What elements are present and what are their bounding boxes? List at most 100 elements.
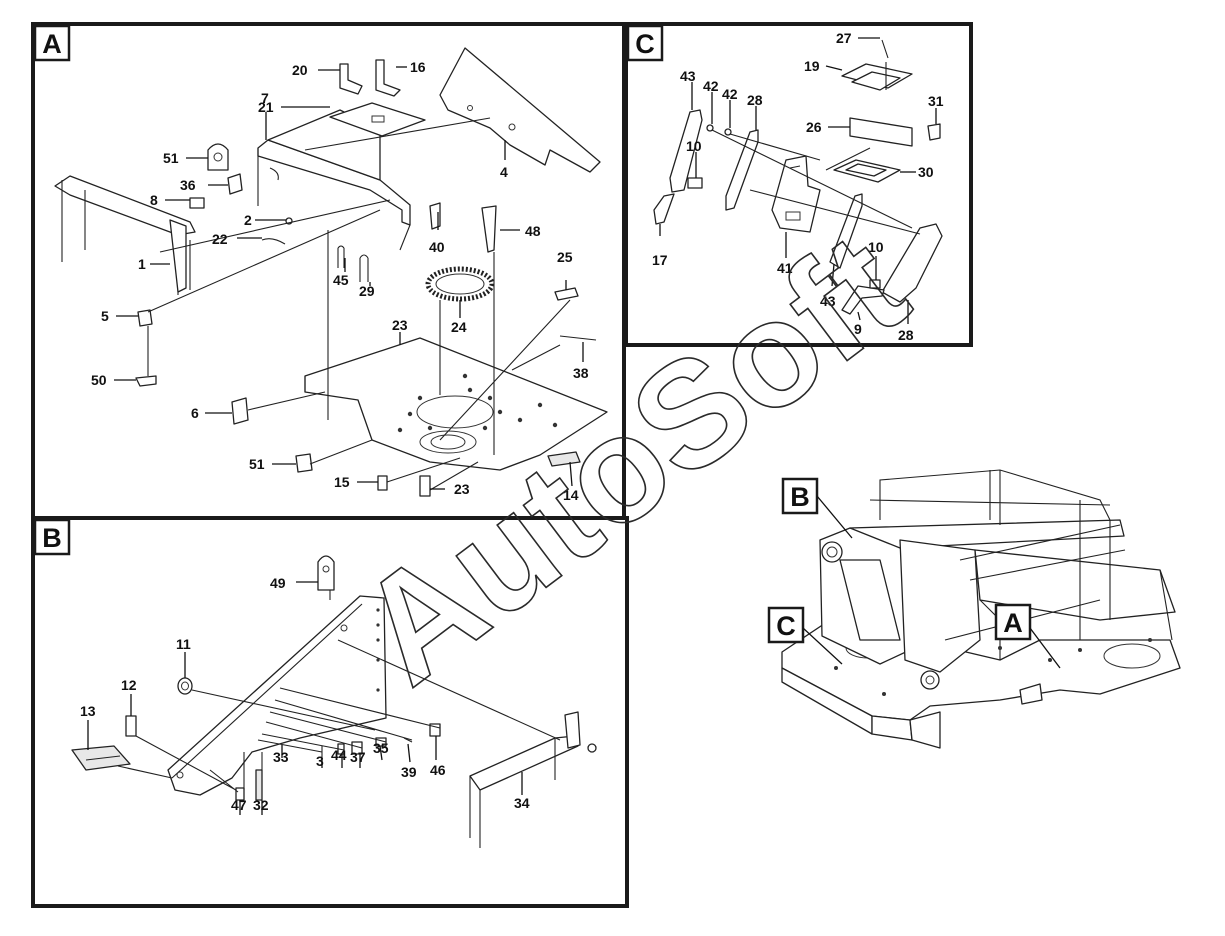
rail-1 xyxy=(54,175,196,236)
callout-45: 45 xyxy=(333,272,349,288)
callout-29: 29 xyxy=(359,283,375,299)
callout-25: 25 xyxy=(557,249,573,265)
callout-47: 44 xyxy=(331,747,347,763)
callout-46: 46 xyxy=(430,762,446,778)
callout-40: 40 xyxy=(429,239,445,255)
callout-14: 14 xyxy=(563,487,579,503)
callout-50: 50 xyxy=(91,372,107,388)
callout-42a: 42 xyxy=(703,78,719,94)
callout-15: 15 xyxy=(334,474,350,490)
plate-43b xyxy=(829,193,863,269)
spacer-24 xyxy=(419,475,431,497)
rod-27 xyxy=(881,39,889,59)
callout-1: 1 xyxy=(138,256,146,272)
overview-tag-c-box xyxy=(767,606,805,644)
panel-a: A xyxy=(31,22,626,520)
panel-c: C xyxy=(624,22,973,347)
callout-16: 16 xyxy=(410,59,426,75)
callout-28a: 28 xyxy=(747,92,763,108)
bracket-16 xyxy=(375,59,401,97)
callout-39: 47 xyxy=(231,797,247,813)
callout-6: 6 xyxy=(191,405,199,421)
washer-42b xyxy=(724,128,732,136)
washer-42a xyxy=(706,124,714,132)
callout-13: 13 xyxy=(80,703,96,719)
callout-38: 38 xyxy=(573,365,589,381)
panel-b-tag: B xyxy=(42,523,62,553)
callout-2: 2 xyxy=(244,212,252,228)
callout-12: 12 xyxy=(121,677,137,693)
callout-26: 26 xyxy=(806,119,822,135)
callout-48: 48 xyxy=(525,223,541,239)
callout-18: 20 xyxy=(292,62,308,78)
panel-c-tag: C xyxy=(635,29,655,59)
bracket-9 xyxy=(841,285,885,315)
callout-43b: 43 xyxy=(820,293,836,309)
pad-25 xyxy=(554,287,579,301)
callout-22: 22 xyxy=(212,231,228,247)
block-46 xyxy=(429,723,441,737)
spacer-15 xyxy=(377,475,388,491)
bracket-48 xyxy=(481,205,497,253)
clip-8 xyxy=(189,197,205,209)
callout-23: 24 xyxy=(451,319,467,335)
lug-49b xyxy=(317,555,335,591)
callout-10a: 10 xyxy=(686,138,702,154)
callout-30: 30 xyxy=(918,164,934,180)
pin-44 xyxy=(403,737,413,743)
plate-28b xyxy=(881,223,943,303)
callout-35: 35 xyxy=(373,740,389,756)
callout-17: 17 xyxy=(652,252,668,268)
callout-51: 51 xyxy=(249,456,265,472)
callout-10b: 10 xyxy=(868,239,884,255)
tab-10b xyxy=(869,279,881,289)
panel-a-tag: A xyxy=(42,29,62,59)
callout-24: 23 xyxy=(454,481,470,497)
callout-32: 32 xyxy=(253,797,269,813)
callout-3: 3 xyxy=(316,753,324,769)
callout-28b: 28 xyxy=(898,327,914,343)
callout-7: 7 xyxy=(261,90,269,106)
tab-31 xyxy=(927,123,941,141)
panel-b: B xyxy=(31,516,629,908)
overview-tag-b: B xyxy=(790,482,810,512)
clip-5 xyxy=(137,309,153,327)
panel-b-tag-box xyxy=(33,518,71,556)
callout-27: 27 xyxy=(836,30,852,46)
bracket-36 xyxy=(227,173,243,195)
tab-10a xyxy=(687,177,703,189)
callout-31: 31 xyxy=(928,93,944,109)
callout-11: 11 xyxy=(176,636,191,652)
callout-37: 37 xyxy=(350,749,366,765)
callout-8: 8 xyxy=(150,192,158,208)
callout-34: 34 xyxy=(514,795,530,811)
callout-4: 4 xyxy=(500,164,508,180)
callout-5: 5 xyxy=(101,308,109,324)
overview-tag-a-box xyxy=(994,603,1032,641)
callout-42b: 42 xyxy=(722,86,738,102)
overview-tag-c: C xyxy=(776,611,796,641)
channel-41 xyxy=(771,155,821,233)
rod-22 xyxy=(261,238,286,245)
bracket-17 xyxy=(653,193,675,225)
clip-29 xyxy=(359,254,369,282)
overview-tag-a: A xyxy=(1003,608,1023,638)
bracket-6 xyxy=(231,397,249,425)
callout-33: 33 xyxy=(273,749,289,765)
tag-51 xyxy=(295,453,313,473)
bracket-18 xyxy=(339,63,363,95)
bar-26 xyxy=(849,117,913,147)
callout-36: 36 xyxy=(180,177,196,193)
callout-41: 41 xyxy=(777,260,793,276)
clip-12 xyxy=(125,715,137,737)
callout-9: 9 xyxy=(854,321,862,337)
cap-50 xyxy=(135,375,157,387)
strip-32 xyxy=(255,769,263,801)
callout-21: 23 xyxy=(392,317,408,333)
overview-assembly: B C A xyxy=(767,469,1181,749)
callout-49: 51 xyxy=(163,150,179,166)
block-14 xyxy=(547,451,581,467)
overview-right-wall xyxy=(899,539,981,673)
callout-19: 19 xyxy=(804,58,820,74)
